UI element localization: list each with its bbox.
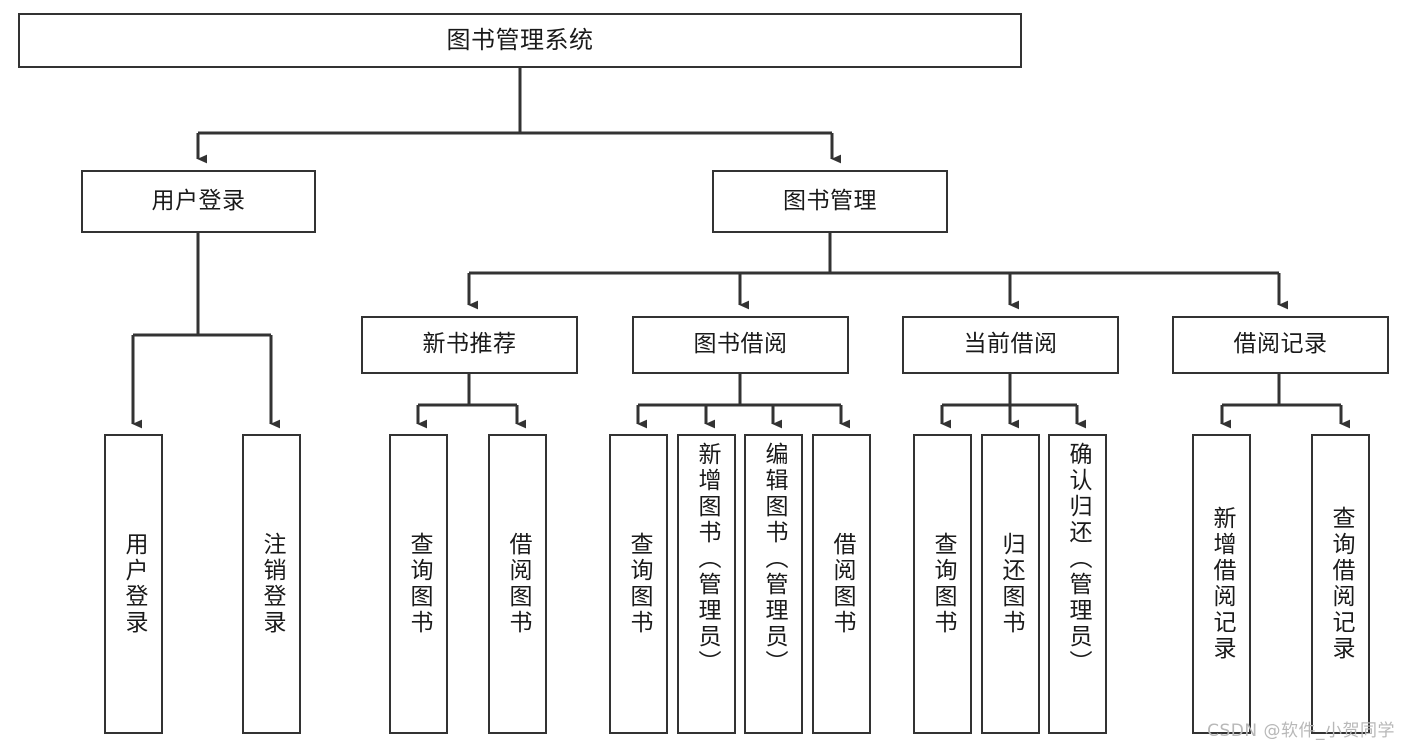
watermark-csdn: CSDN @软件_小贺同学 [1207, 721, 1395, 741]
leaf-user-login-logout[interactable]: 注销登录 [242, 434, 301, 734]
node-borrow-record-label: 借阅记录 [1233, 331, 1328, 358]
node-current-borrow[interactable]: 当前借阅 [902, 316, 1119, 374]
leaf-current-return-book[interactable]: 归还图书 [981, 434, 1040, 734]
leaf-user-login-logout-label: 注销登录 [259, 532, 285, 636]
leaf-borrow-add-book-admin[interactable]: 新增图书（管理员） [677, 434, 736, 734]
leaf-user-login-login-label: 用户登录 [121, 532, 147, 636]
node-book-borrow-label: 图书借阅 [693, 331, 788, 358]
leaf-borrow-borrow-book[interactable]: 借阅图书 [812, 434, 871, 734]
node-root-system[interactable]: 图书管理系统 [18, 13, 1022, 68]
leaf-record-add-record[interactable]: 新增借阅记录 [1192, 434, 1251, 734]
leaf-recommend-borrow-book-label: 借阅图书 [505, 532, 531, 636]
leaf-recommend-query-book[interactable]: 查询图书 [389, 434, 448, 734]
leaf-recommend-borrow-book[interactable]: 借阅图书 [488, 434, 547, 734]
leaf-borrow-query-book[interactable]: 查询图书 [609, 434, 668, 734]
node-book-borrow[interactable]: 图书借阅 [632, 316, 849, 374]
leaf-current-query-book[interactable]: 查询图书 [913, 434, 972, 734]
node-user-login-label: 用户登录 [151, 187, 246, 214]
leaf-recommend-query-book-label: 查询图书 [406, 532, 432, 636]
leaf-current-return-book-label: 归还图书 [998, 532, 1024, 636]
node-borrow-record[interactable]: 借阅记录 [1172, 316, 1389, 374]
node-book-management[interactable]: 图书管理 [712, 170, 948, 233]
leaf-current-confirm-return-admin-label: 确认归还（管理员） [1065, 442, 1091, 676]
node-user-login[interactable]: 用户登录 [81, 170, 316, 233]
leaf-record-add-record-label: 新增借阅记录 [1209, 506, 1235, 662]
node-current-borrow-label: 当前借阅 [963, 331, 1058, 358]
node-book-management-label: 图书管理 [783, 187, 877, 214]
leaf-record-query-record[interactable]: 查询借阅记录 [1311, 434, 1370, 734]
leaf-borrow-edit-book-admin-label: 编辑图书（管理员） [761, 442, 787, 676]
leaf-current-confirm-return-admin[interactable]: 确认归还（管理员） [1048, 434, 1107, 734]
leaf-current-query-book-label: 查询图书 [930, 532, 956, 636]
leaf-borrow-add-book-admin-label: 新增图书（管理员） [694, 442, 720, 676]
leaf-borrow-borrow-book-label: 借阅图书 [829, 532, 855, 636]
leaf-borrow-query-book-label: 查询图书 [626, 532, 652, 636]
node-new-book-recommend-label: 新书推荐 [422, 331, 517, 358]
node-new-book-recommend[interactable]: 新书推荐 [361, 316, 578, 374]
leaf-user-login-login[interactable]: 用户登录 [104, 434, 163, 734]
node-root-system-label: 图书管理系统 [446, 26, 594, 55]
leaf-borrow-edit-book-admin[interactable]: 编辑图书（管理员） [744, 434, 803, 734]
leaf-record-query-record-label: 查询借阅记录 [1328, 506, 1354, 662]
